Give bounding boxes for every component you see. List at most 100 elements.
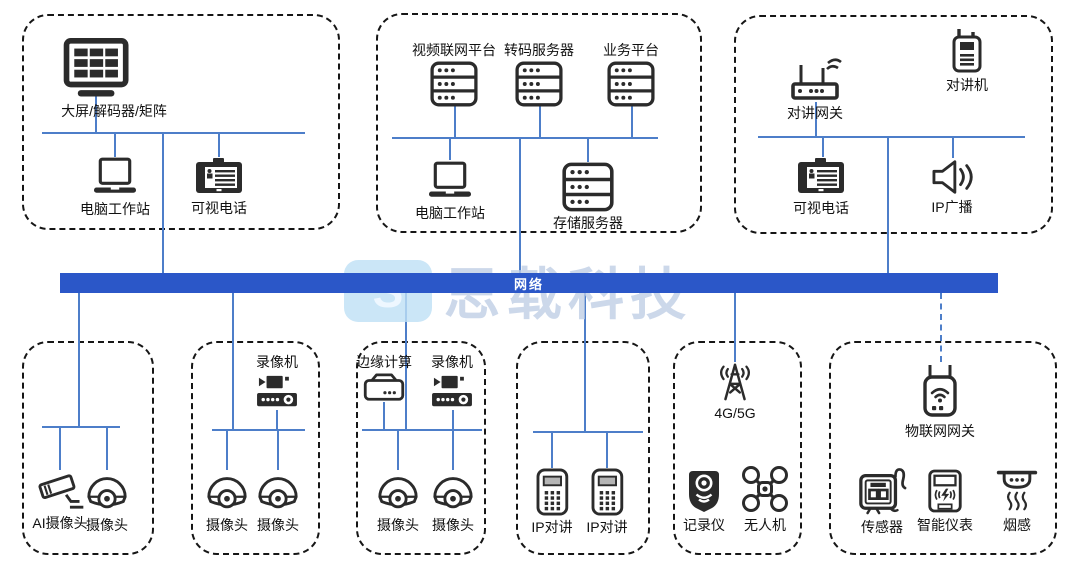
zone-ip-intercom [516, 341, 650, 555]
connector-line [449, 138, 451, 160]
node-label: 记录仪 [683, 517, 725, 533]
node-camera: 摄像头 [205, 470, 249, 533]
server-icon [512, 61, 566, 107]
connector-line-dashed [940, 293, 942, 362]
connector-line [631, 104, 633, 138]
node-label: IP对讲 [586, 519, 628, 535]
iot-gateway-icon [914, 362, 966, 420]
node-label: 录像机 [431, 354, 473, 370]
node-label: 摄像头 [432, 517, 474, 533]
node-transcoding-server: 转码服务器 [504, 42, 574, 107]
node-label: 物联网网关 [905, 423, 975, 439]
connector-line [822, 137, 824, 157]
node-label: IP对讲 [531, 519, 573, 535]
node-label: 对讲机 [946, 77, 988, 93]
connector-line [114, 133, 116, 157]
node-storage-server: 存储服务器 [553, 162, 623, 231]
connector-line [362, 429, 482, 431]
node-ip-intercom: IP对讲 [531, 468, 573, 535]
zone-nvr-cameras [191, 341, 320, 555]
dome-camera-icon [376, 470, 420, 514]
connector-line [887, 137, 889, 273]
smoke-detector-icon [995, 466, 1039, 514]
connector-line [815, 102, 817, 137]
connector-line [758, 136, 1025, 138]
node-label: 对讲网关 [787, 105, 843, 121]
node-business-platform: 业务平台 [603, 42, 659, 107]
node-camera: 摄像头 [431, 470, 475, 533]
node-label: 智能仪表 [917, 517, 973, 533]
laptop-icon [89, 156, 141, 198]
node-ai-camera: AI摄像头 [32, 468, 88, 531]
node-label: 无人机 [744, 517, 786, 533]
connector-line [277, 429, 279, 470]
body-camera-icon [686, 468, 722, 514]
node-label: 大屏/解码器/矩阵 [61, 103, 167, 119]
node-workstation-b: 电脑工作站 [415, 160, 485, 221]
connector-line [218, 133, 220, 157]
connector-line [276, 410, 278, 429]
laptop-icon [424, 160, 476, 202]
video-phone-icon [194, 157, 244, 197]
ip-intercom-icon [533, 468, 571, 516]
node-edge-computing: 边缘计算 [356, 354, 412, 403]
smart-meter-icon [925, 468, 965, 514]
node-recorder: 录像机 [430, 354, 474, 411]
node-video-platform: 视频联网平台 [412, 42, 496, 107]
server-icon [427, 61, 481, 107]
connector-line [405, 293, 407, 429]
node-label: 传感器 [861, 519, 903, 535]
node-label: AI摄像头 [32, 515, 88, 531]
connector-line [383, 402, 385, 429]
ip-broadcast-icon [930, 158, 974, 196]
server-icon [604, 61, 658, 107]
node-camera: 摄像头 [256, 470, 300, 533]
connector-line [232, 293, 234, 429]
node-walkie-talkie: 对讲机 [946, 26, 988, 93]
dome-camera-icon [85, 470, 129, 514]
node-camera: 摄像头 [85, 470, 129, 533]
dome-camera-icon [205, 470, 249, 514]
nvr-recorder-icon [430, 373, 474, 411]
node-label: 摄像头 [86, 517, 128, 533]
node-label: 烟感 [1003, 517, 1031, 533]
node-smoke-detector: 烟感 [995, 466, 1039, 533]
node-video-phone-a: 可视电话 [191, 157, 247, 216]
node-drone: 无人机 [740, 464, 790, 533]
connector-line [952, 137, 954, 158]
network-bus-label: 网络 [513, 276, 544, 292]
video-phone-icon [796, 157, 846, 197]
node-label: IP广播 [931, 199, 973, 215]
connector-line [226, 429, 228, 470]
node-smart-meter: 智能仪表 [917, 468, 973, 533]
node-sensor: 传感器 [857, 464, 907, 535]
connector-line [42, 132, 305, 134]
node-ip-intercom: IP对讲 [586, 468, 628, 535]
dome-camera-icon [256, 470, 300, 514]
walkie-talkie-icon [950, 26, 984, 74]
connector-line [397, 429, 399, 470]
ai-bullet-camera-icon [35, 468, 85, 512]
sensor-icon [857, 464, 907, 516]
node-recorder: 录像机 [255, 354, 299, 411]
connector-line [584, 293, 586, 431]
node-intercom-gateway: 对讲网关 [787, 56, 843, 121]
connector-line [59, 426, 61, 470]
node-workstation-a: 电脑工作站 [80, 156, 150, 217]
edge-computing-icon [362, 373, 406, 403]
connector-line [533, 431, 643, 433]
zone-cellular [673, 341, 802, 555]
connector-line [78, 293, 80, 426]
connector-line [106, 426, 108, 470]
drone-icon [740, 464, 790, 514]
node-label: 边缘计算 [356, 354, 412, 370]
node-video-wall: 大屏/解码器/矩阵 [25, 38, 167, 119]
video-wall-icon [61, 38, 131, 100]
zone-ai-cameras [22, 341, 154, 555]
connector-line [606, 431, 608, 468]
zone-edge-cameras [356, 341, 486, 555]
connector-line [551, 431, 553, 468]
node-label: 电脑工作站 [80, 201, 150, 217]
intercom-gateway-icon [787, 56, 843, 102]
